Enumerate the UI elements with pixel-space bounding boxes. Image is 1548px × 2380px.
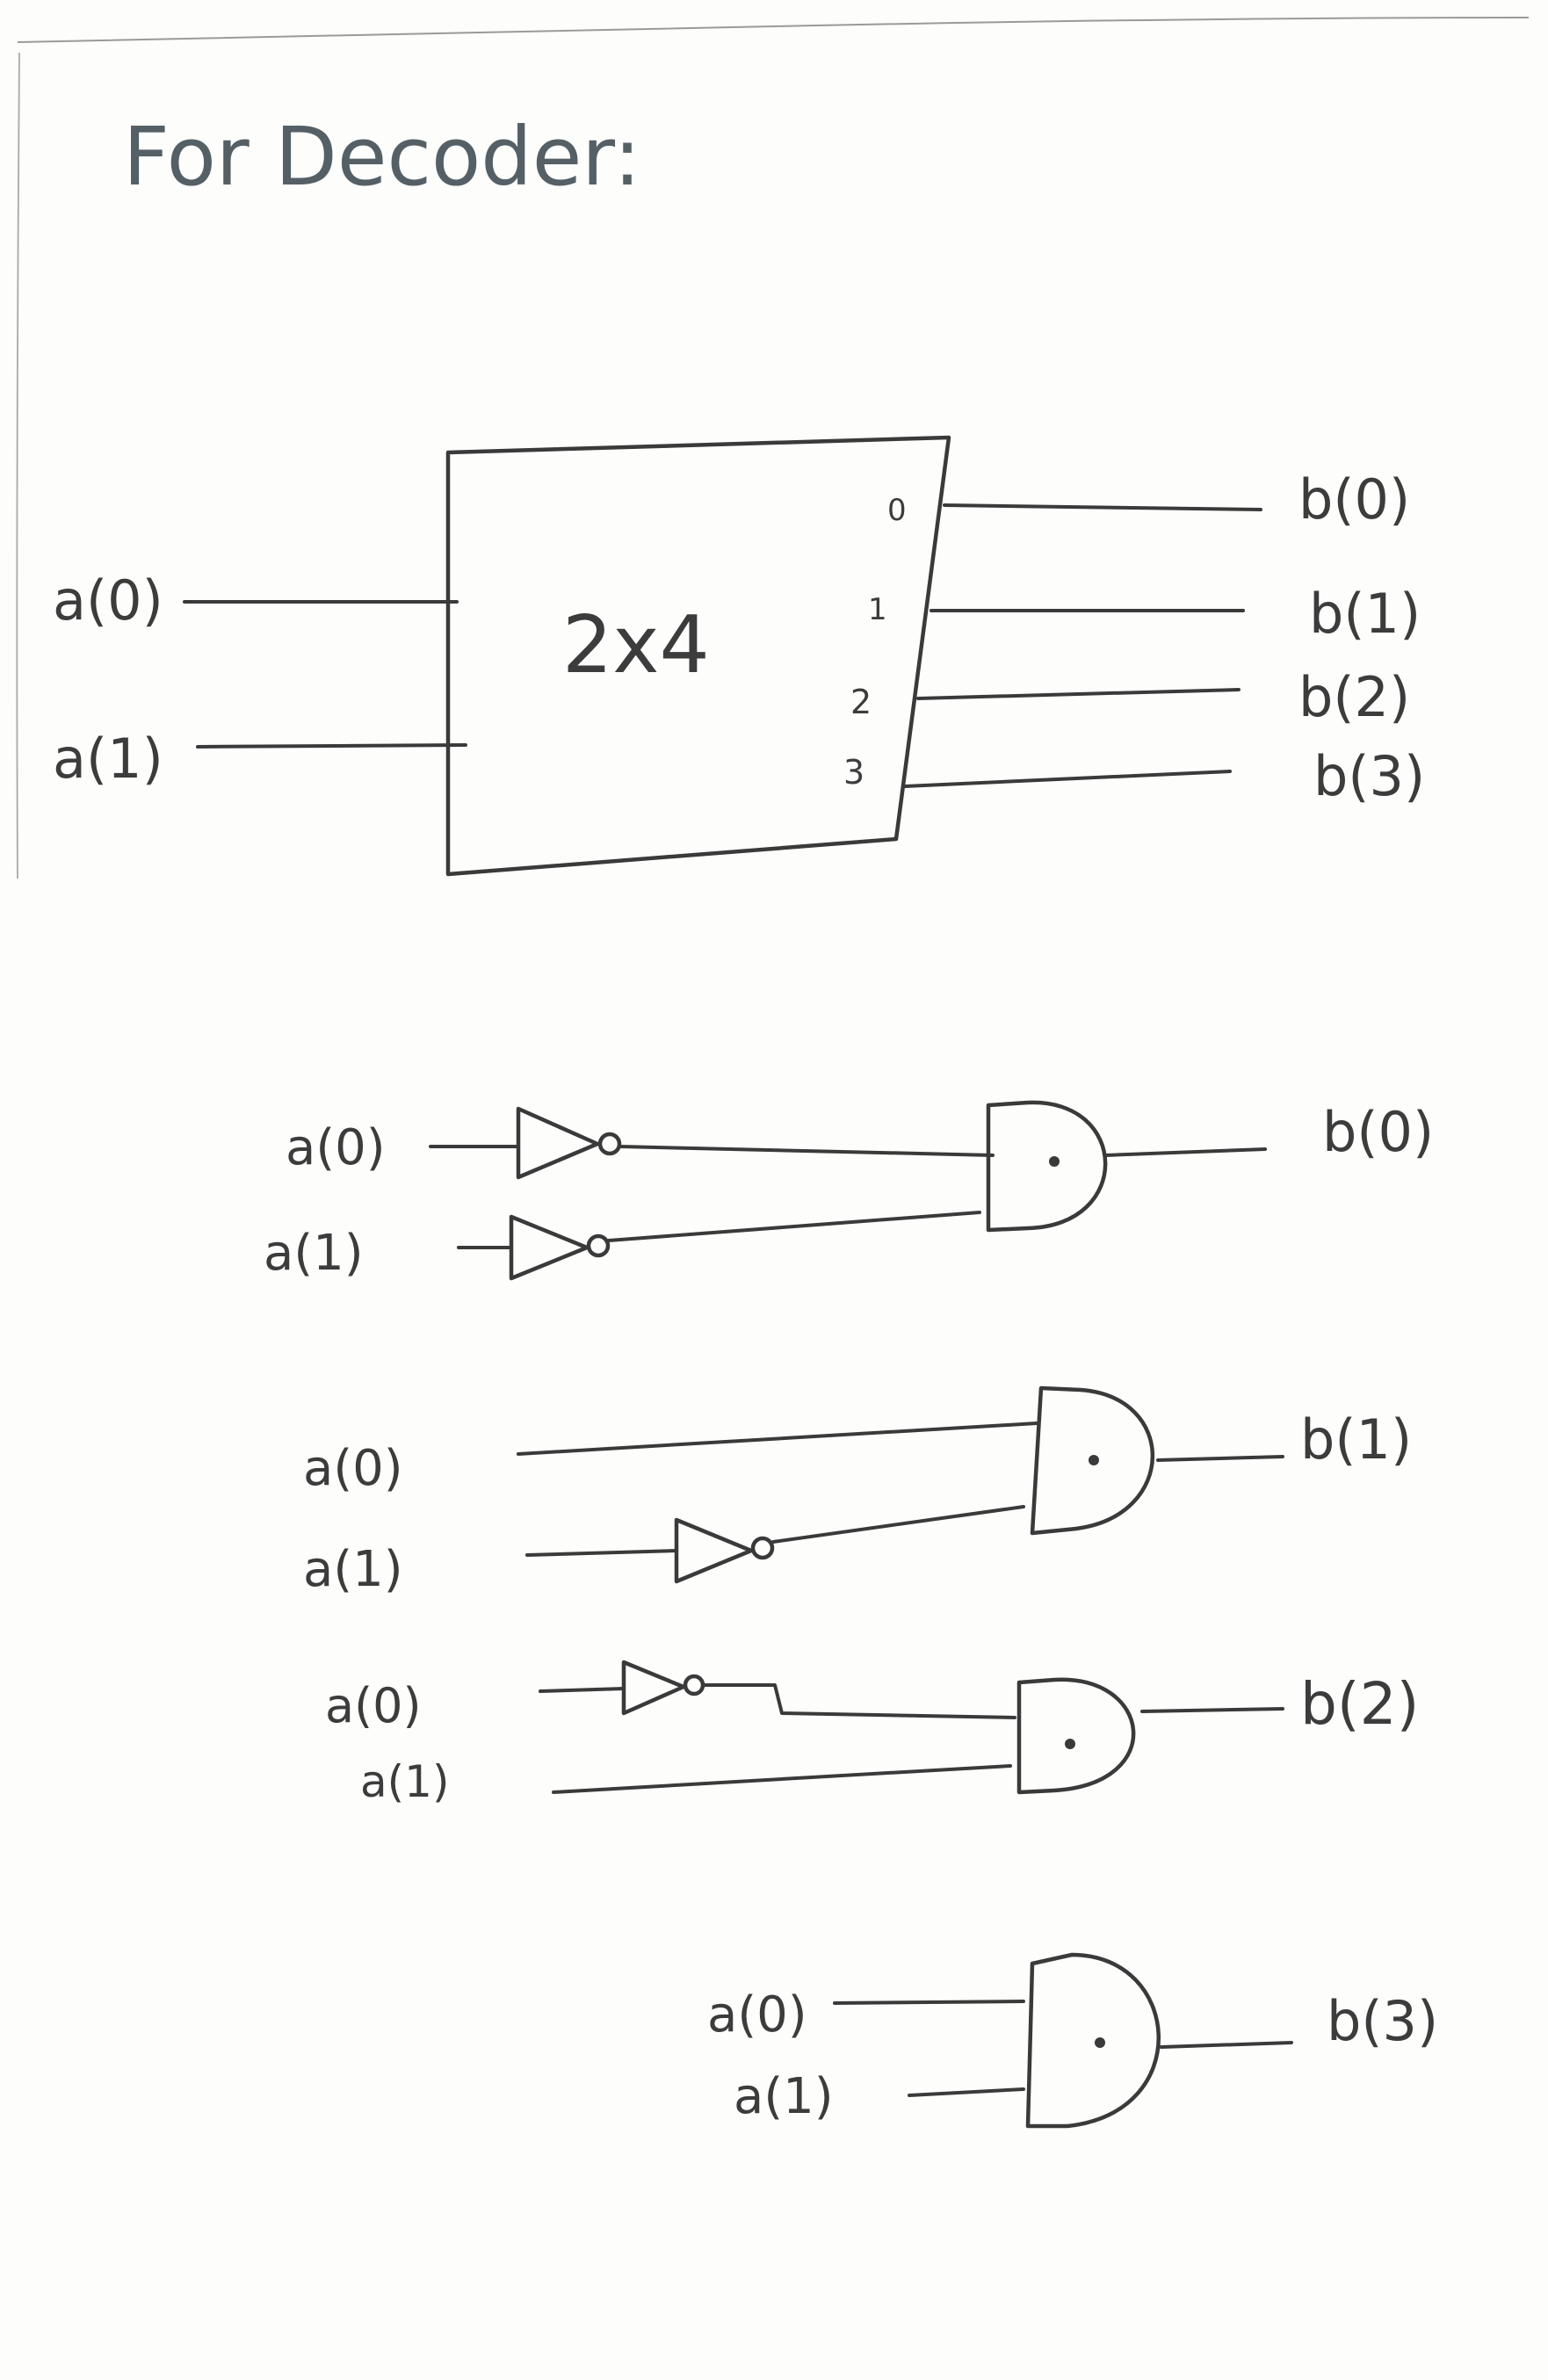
circuit-b1-not-bubble-a1 [750,1536,775,1560]
circuit-b3-output-wire [1160,2041,1293,2049]
block-pin-2: 2 [850,683,872,721]
block-output-wire-b2 [916,688,1241,700]
circuit-b3-output-label: b(3) [1327,1989,1438,2053]
circuit-b2-and-dot [1065,1739,1075,1749]
page-title: For Decoder: [123,110,641,204]
circuit-b1-input-a1: a(1) [303,1541,403,1598]
block-output-wire-b3 [903,770,1232,788]
circuit-b0-input-a0: a(0) [286,1119,386,1176]
circuit-b3-and-gate [1025,1952,1161,2129]
circuit-b1-wire-a0 [517,1421,1038,1456]
paper-left-edge [16,52,20,879]
circuit-b0: a(0) a(1) b(0) [264,1100,1434,1282]
circuit-b2-wire-a0-in [539,1687,626,1693]
circuit-b0-wire-to-and-bottom [607,1211,981,1242]
block-output-label-b3: b(3) [1313,744,1425,808]
circuit-b0-wire-to-and-top [618,1145,995,1157]
circuit-b1-and-gate [1030,1385,1155,1536]
block-pin-1: 1 [868,592,887,627]
circuit-b0-and-gate [986,1100,1108,1233]
circuit-b1-wire-to-and-bottom [771,1505,1025,1544]
circuit-b0-not-gate-a0 [516,1106,600,1180]
circuit-b1-input-a0: a(0) [303,1440,403,1497]
circuit-b0-not-gate-a1 [509,1214,590,1281]
circuit-b2-output-wire [1140,1707,1284,1713]
block-output-wire-b0 [943,503,1262,511]
circuit-b2-and-gate [1016,1677,1136,1795]
block-output-label-b1: b(1) [1309,582,1421,646]
paper-top-edge [17,17,1530,43]
decoder-block [445,435,951,877]
circuit-b0-input-a1: a(1) [264,1225,364,1282]
circuit-b2-input-a0: a(0) [325,1678,422,1733]
block-pin-0: 0 [887,493,907,528]
circuit-b2: a(0) a(1) b(2) [325,1660,1419,1807]
circuit-b0-output-label: b(0) [1322,1100,1434,1164]
circuit-b0-not-bubble-a1 [586,1233,611,1258]
circuit-b2-input-a1: a(1) [360,1756,449,1807]
circuit-b3-wire-a1 [908,2087,1025,2097]
circuit-b2-wire-to-and-top [701,1683,1016,1719]
circuit-b3: a(0) a(1) b(3) [707,1952,1438,2129]
circuit-b1-wire-a1-in [525,1549,678,1557]
circuit-b3-and-dot [1095,2037,1105,2048]
circuit-b2-not-gate-a0 [621,1660,686,1716]
decoder-block-label: 2x4 [562,599,710,691]
circuit-b2-output-label: b(2) [1300,1670,1419,1738]
circuit-b3-wire-a0 [833,2000,1025,2005]
block-output-label-b2: b(2) [1298,665,1410,729]
circuit-b0-and-dot [1049,1156,1060,1167]
circuit-b0-output-wire [1103,1147,1267,1157]
block-output-label-b0: b(0) [1298,467,1410,532]
circuit-b1: a(0) a(1) b(1) [303,1385,1412,1598]
block-input-wire-a1 [196,743,467,749]
circuit-b1-not-gate-a1 [674,1517,754,1584]
circuit-b1-output-label: b(1) [1300,1407,1412,1472]
block-pin-3: 3 [843,753,864,792]
block-input-label-a1: a(1) [53,727,163,791]
circuit-b1-and-dot [1089,1455,1099,1465]
block-input-label-a0: a(0) [53,568,163,633]
circuit-b2-not-bubble-a0 [683,1674,705,1696]
circuit-b3-input-a0: a(0) [707,1986,807,2044]
circuit-b2-wire-a1 [552,1764,1012,1794]
circuit-b3-input-a1: a(1) [734,2068,834,2125]
circuit-b0-not-bubble-a0 [597,1132,622,1156]
circuit-b1-output-wire [1156,1455,1284,1462]
